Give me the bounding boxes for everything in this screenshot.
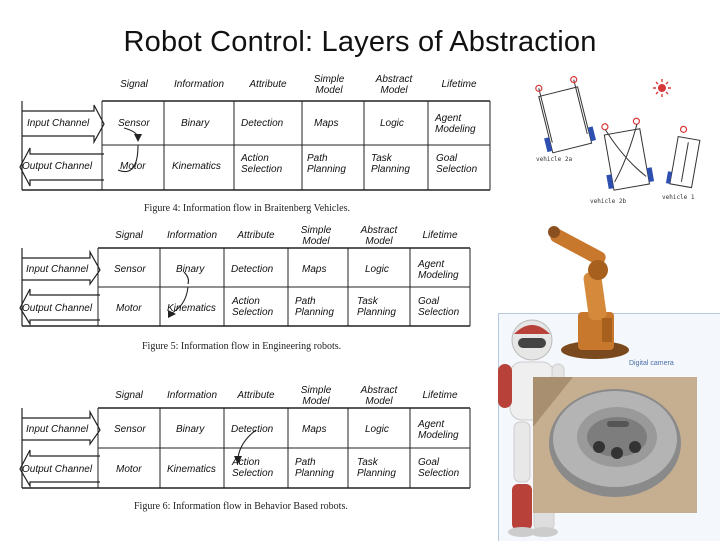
slide-title: Robot Control: Layers of Abstraction: [123, 26, 597, 58]
cell-action-selection: Action Selection: [232, 457, 274, 479]
header-abstract-model: Abstract Model: [360, 385, 398, 407]
robot-vacuum-image: [533, 377, 697, 513]
cell-kinematics: Kinematics: [167, 464, 216, 475]
header-abstract-model: Abstract Model: [360, 225, 398, 247]
cell-binary: Binary: [176, 264, 205, 275]
cell-maps: Maps: [314, 118, 339, 129]
cell-logic: Logic: [365, 424, 389, 435]
vehicle-label: vehicle 2a: [536, 156, 573, 163]
cell-maps: Maps: [302, 264, 327, 275]
header-information: Information: [166, 390, 218, 401]
cell-binary: Binary: [176, 424, 205, 435]
header-lifetime: Lifetime: [441, 79, 477, 90]
header-attribute: Attribute: [237, 390, 275, 401]
cell-path-planning: Path Planning: [307, 153, 346, 175]
cell-sensor: Sensor: [114, 264, 146, 275]
vehicle-label: vehicle 2b: [590, 198, 627, 205]
header-simple-model: Simple Model: [313, 74, 345, 96]
cell-input-channel: Input Channel: [26, 264, 89, 275]
braitenberg-vehicles-sketch: [535, 75, 701, 191]
cell-detection: Detection: [241, 118, 284, 129]
cell-kinematics: Kinematics: [167, 303, 216, 314]
diagram-frame: [19, 100, 491, 191]
header-signal: Signal: [120, 79, 148, 90]
cell-sensor: Sensor: [114, 424, 146, 435]
header-attribute: Attribute: [249, 79, 287, 90]
header-information: Information: [166, 230, 218, 241]
cell-sensor: Sensor: [118, 118, 150, 129]
header-information: Information: [173, 79, 225, 90]
cell-path-planning: Path Planning: [295, 457, 334, 479]
cell-detection: Detection: [231, 424, 274, 435]
cell-agent-modeling: Agent Modeling: [418, 419, 459, 441]
header-signal: Signal: [115, 390, 143, 401]
braitenberg-vehicles-image: vehicle 2a vehicle 2b vehicle 1: [510, 70, 715, 210]
cell-kinematics: Kinematics: [172, 161, 221, 172]
cell-action-selection: Action Selection: [241, 153, 283, 175]
cell-maps: Maps: [302, 424, 327, 435]
cell-motor: Motor: [120, 161, 146, 172]
cell-action-selection: Action Selection: [232, 296, 274, 318]
header-attribute: Attribute: [237, 230, 275, 241]
robot-vacuum-icon: [533, 377, 697, 513]
cell-output-channel: Output Channel: [22, 464, 93, 475]
cell-binary: Binary: [181, 118, 210, 129]
behavior-based-flow-diagram: Signal Information Attribute Simple Mode…: [0, 382, 500, 517]
cell-goal-selection: Goal Selection: [436, 153, 478, 175]
cell-logic: Logic: [365, 264, 389, 275]
cell-input-channel: Input Channel: [27, 118, 90, 129]
side-label: Digital camera: [629, 360, 674, 367]
robot-arm-icon: [548, 226, 629, 359]
cell-task-planning: Task Planning: [357, 457, 396, 479]
figure-caption: Figure 4: Information flow in Braitenber…: [144, 203, 350, 214]
light-source-icon: [653, 79, 671, 97]
header-simple-model: Simple Model: [300, 385, 332, 407]
diagram-frame: [19, 407, 471, 489]
cell-agent-modeling: Agent Modeling: [435, 113, 476, 135]
cell-goal-selection: Goal Selection: [418, 296, 460, 318]
cell-output-channel: Output Channel: [22, 303, 93, 314]
header-signal: Signal: [115, 230, 143, 241]
robot-arm-image: [540, 222, 640, 362]
cell-goal-selection: Goal Selection: [418, 457, 460, 479]
figure-caption: Figure 6: Information flow in Behavior B…: [134, 501, 348, 512]
cell-logic: Logic: [380, 118, 404, 129]
header-lifetime: Lifetime: [422, 390, 458, 401]
engineering-flow-diagram: Signal Information Attribute Simple Mode…: [0, 222, 500, 357]
cell-detection: Detection: [231, 264, 274, 275]
header-lifetime: Lifetime: [422, 230, 458, 241]
cell-motor: Motor: [116, 464, 142, 475]
braitenberg-flow-diagram: Signal Information Attribute Simple Mode…: [0, 72, 500, 217]
figure-caption: Figure 5: Information flow in Engineerin…: [142, 341, 342, 352]
vehicle-label: vehicle 1: [662, 194, 695, 201]
cell-path-planning: Path Planning: [295, 296, 334, 318]
header-simple-model: Simple Model: [300, 225, 332, 247]
cell-output-channel: Output Channel: [22, 161, 93, 172]
cell-task-planning: Task Planning: [357, 296, 396, 318]
cell-input-channel: Input Channel: [26, 424, 89, 435]
cell-agent-modeling: Agent Modeling: [418, 259, 459, 281]
diagram-frame: [19, 247, 471, 327]
cell-task-planning: Task Planning: [371, 153, 410, 175]
cell-motor: Motor: [116, 303, 142, 314]
header-abstract-model: Abstract Model: [375, 74, 413, 96]
